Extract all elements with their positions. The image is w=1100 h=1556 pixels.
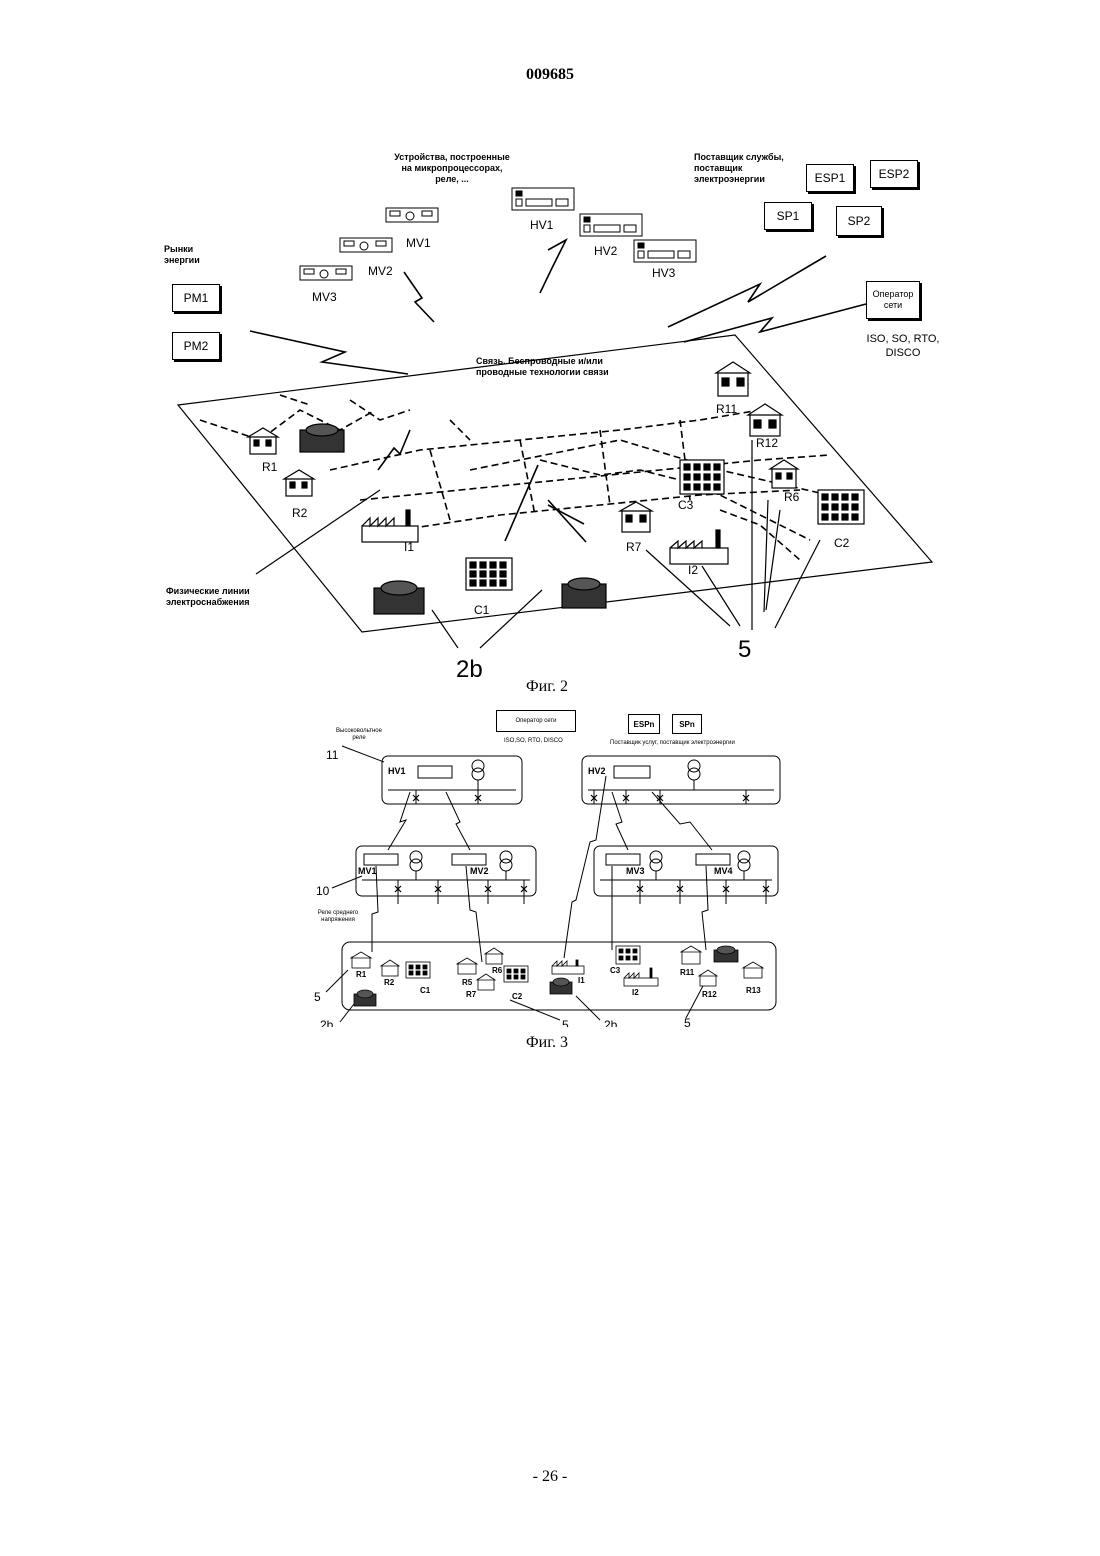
fig3-operator-types: ISO,SO, RTO, DISCO bbox=[504, 738, 563, 745]
fig3-drawing bbox=[0, 0, 1100, 1100]
fig3-label-hv2: HV2 bbox=[588, 766, 606, 777]
fig3-ref-5c: 5 bbox=[684, 1016, 691, 1027]
fig3-label-mv2: MV2 bbox=[470, 866, 489, 877]
page-number: - 26 - bbox=[0, 1468, 1100, 1486]
fig3-providers: Поставщик услуг, поставщик электроэнерги… bbox=[610, 740, 735, 747]
fig3-label-i1: I1 bbox=[578, 976, 585, 985]
espn-label: ESPn bbox=[634, 720, 655, 729]
fig3-label-c2: C2 bbox=[512, 992, 522, 1001]
spn-box: SPn bbox=[672, 714, 702, 734]
fig3-label-r13: R13 bbox=[746, 986, 761, 995]
fig3-label-mv4: MV4 bbox=[714, 866, 733, 877]
fig3-label-r1: R1 bbox=[356, 970, 366, 979]
fig3-operator-label: Оператор сети bbox=[515, 718, 556, 724]
fig3-caption: Фиг. 3 bbox=[526, 1034, 568, 1052]
fig3-label-r11: R11 bbox=[680, 968, 694, 977]
fig3-hv-relay-label: Высоковольтное реле bbox=[336, 728, 382, 742]
fig3-label-r5: R5 bbox=[462, 978, 472, 987]
fig3-label-r6: R6 bbox=[492, 966, 502, 975]
fig3-ref-11: 11 bbox=[326, 748, 338, 762]
fig3-label-r7: R7 bbox=[466, 990, 476, 999]
fig3-ref-2b-a: 2b bbox=[320, 1018, 333, 1027]
fig3-ref-2b-b: 2b bbox=[604, 1018, 617, 1027]
fig3-operator-box: Оператор сети bbox=[496, 710, 576, 732]
fig3-mv-relay-label: Реле среднего напряжения bbox=[316, 910, 360, 924]
fig3-label-mv3: MV3 bbox=[626, 866, 645, 877]
fig3-label-c3: C3 bbox=[610, 966, 620, 975]
fig3-label-mv1: MV1 bbox=[358, 866, 377, 877]
spn-label: SPn bbox=[679, 720, 695, 729]
espn-box: ESPn bbox=[628, 714, 660, 734]
fig3-label-c1: C1 bbox=[420, 986, 430, 995]
fig3-label-i2: I2 bbox=[632, 988, 639, 997]
fig3-label-r2: R2 bbox=[384, 978, 394, 987]
fig3-label-r12: R12 bbox=[702, 990, 717, 999]
fig3-ref-5b: 5 bbox=[562, 1018, 569, 1027]
fig3-label-hv1: HV1 bbox=[388, 766, 406, 777]
fig3-ref-5a: 5 bbox=[314, 990, 321, 1004]
fig3-ref-10: 10 bbox=[316, 884, 329, 898]
